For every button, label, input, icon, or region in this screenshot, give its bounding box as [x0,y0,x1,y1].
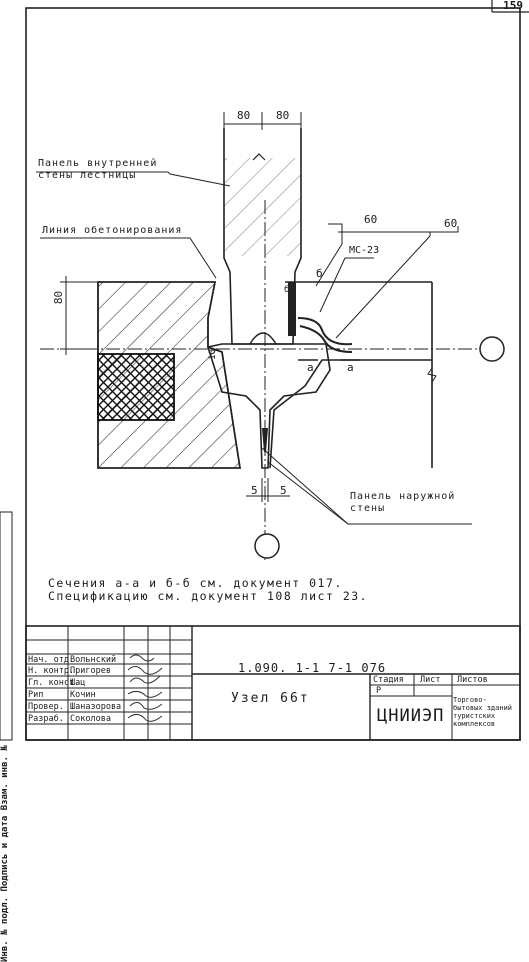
dim-60-b: 60 [444,217,458,230]
steel-plate-ms23 [288,282,353,353]
stage-value: Р [376,686,382,696]
insulation-block [97,353,175,421]
drawing-sheet [0,0,529,741]
page-number: 159 [503,0,523,12]
tb-name-2: Пригорев [70,666,111,676]
label-outer-wall-1: Панель наружной [350,491,456,502]
label-concrete-line: Линия обетонирования [42,225,183,236]
section-mark-a-1: а [307,361,314,374]
label-inner-wall-2: стены лестницы [38,170,137,181]
title-block [25,625,521,741]
dim-80-vertical: 80 [52,290,66,305]
label-part-ms23: МС-23 [349,245,380,256]
dim-80-a: 80 [237,109,251,122]
tb-name-4: Кочин [70,690,96,700]
tb-name-5: Шаназорова [70,702,122,712]
tb-role-6: Разраб. [28,714,64,724]
organization-sub: Торгово-бытовых зданий туристских компле… [453,696,513,728]
dim-60-a: 60 [364,213,378,226]
section-mark-a-2: а [347,361,354,374]
tb-name-3: Шац [70,678,86,688]
drawing-code: 1.090. 1-1 7-1 076 [238,661,387,675]
tb-role-3: Гл. конст. [28,678,80,688]
tb-name-6: Соколова [70,714,111,724]
approval-sidebar: Инв. № подл. Подпись и дата Взам. инв. № [0,745,10,962]
organization-name: ЦНИИЭП [377,706,445,726]
note-sections: Сечения а-а и б-б см. документ 017. [48,576,343,590]
tb-role-5: Провер. [28,702,64,712]
sheet-header: Лист [420,675,441,685]
label-outer-wall-2: стены [350,503,386,514]
tb-role-1: Нач. отд. [28,655,75,665]
section-mark-b: б [316,267,323,280]
tb-role-4: Рип [28,690,44,700]
tb-name-1: Вольнский [70,655,117,665]
stage-header: Стадия [373,675,404,685]
inner-wall-panel [223,128,302,345]
joint-grout [206,200,331,560]
item-10: 10 [207,349,218,360]
section-mark-b-2: б [284,285,290,295]
dim-5-b: 5 [280,484,287,497]
dimension-lines [60,112,302,502]
label-inner-wall-1: Панель внутренней [38,158,158,169]
note-specification: Спецификацию см. документ 108 лист 23. [48,589,369,603]
signatures [127,654,163,722]
tb-role-2: Н. контр. [28,666,75,676]
callout-leaders [36,171,472,525]
drawing-title: Узел 66т [231,691,310,706]
dim-80-b: 80 [276,109,290,122]
sheets-header: Листов [457,675,488,685]
dim-5-a: 5 [251,484,258,497]
